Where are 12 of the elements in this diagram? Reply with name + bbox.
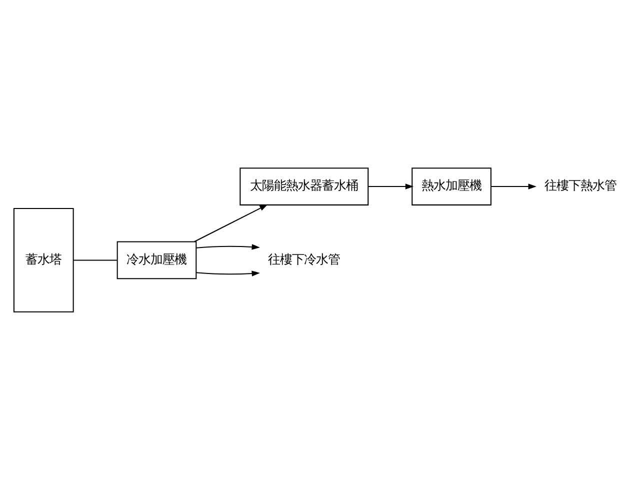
node-text: 往樓下熱水管 bbox=[544, 178, 616, 193]
arrow bbox=[196, 244, 260, 250]
arrow bbox=[368, 184, 414, 190]
arrow bbox=[194, 204, 268, 242]
node-text: 往樓下冷水管 bbox=[268, 252, 340, 266]
connector bbox=[74, 260, 117, 261]
node-box: 熱水加壓機 bbox=[412, 168, 492, 206]
node-box: 冷水加壓機 bbox=[116, 241, 197, 280]
arrow bbox=[196, 270, 260, 276]
node-box: 蓄水塔 bbox=[13, 208, 74, 312]
arrow bbox=[490, 184, 536, 190]
node-box: 太陽能熱水器蓄水桶 bbox=[240, 168, 369, 206]
